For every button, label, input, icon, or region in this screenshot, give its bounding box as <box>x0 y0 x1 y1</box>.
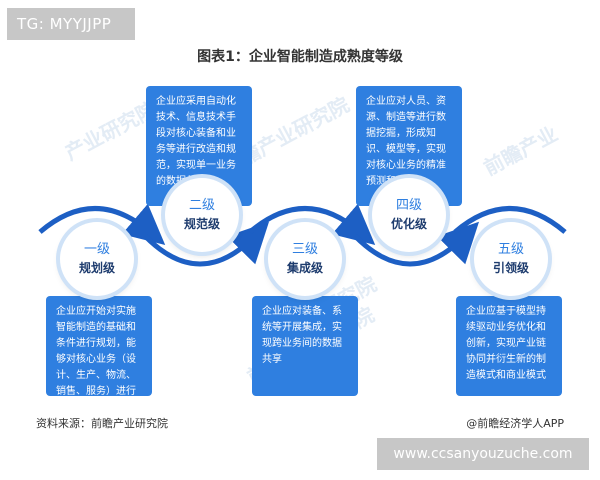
level-4-node: 四级 优化级 <box>372 178 446 252</box>
level-4-number: 四级 <box>395 198 422 213</box>
level-1-description: 企业应开始对实施智能制造的基础和条件进行规划，能够对核心业务（设计、生产、物流、… <box>46 296 152 413</box>
level-3-description: 企业应对装备、系统等开展集成，实现跨业务间的数据共享 <box>252 296 358 396</box>
credit-note: @前瞻经济学人APP <box>466 417 564 430</box>
arrow-4 <box>353 221 480 267</box>
level-1-number: 一级 <box>83 242 110 257</box>
level-5-name: 引领级 <box>492 261 529 275</box>
level-1-node: 一级 规划级 <box>60 222 134 296</box>
level-2-name: 规范级 <box>183 217 220 231</box>
level-1-name: 规划级 <box>78 261 115 275</box>
level-5-node: 五级 引领级 <box>474 222 548 296</box>
level-5-number: 五级 <box>497 242 524 257</box>
level-3-node: 三级 集成级 <box>268 222 342 296</box>
level-4-name: 优化级 <box>390 217 427 231</box>
site-tag: www.ccsanyouzuche.com <box>377 438 589 470</box>
level-3-name: 集成级 <box>286 261 323 275</box>
arrow-2 <box>143 221 270 267</box>
chart-title: 图表1：企业智能制造成熟度等级 <box>197 49 403 65</box>
level-5-description: 企业应基于模型持续驱动业务优化和创新，实现产业链协同并衍生新的制造模式和商业模式 <box>456 296 562 396</box>
arrow-5 <box>453 206 567 234</box>
arrow-3 <box>248 203 376 245</box>
level-2-number: 二级 <box>188 198 215 213</box>
level-3-number: 三级 <box>291 242 318 257</box>
level-2-node: 二级 规范级 <box>165 178 239 252</box>
source-note: 资料来源：前瞻产业研究院 <box>36 417 168 430</box>
arrow-1 <box>38 203 166 245</box>
watermark-tag: TG: MYYJJPP <box>7 8 135 40</box>
